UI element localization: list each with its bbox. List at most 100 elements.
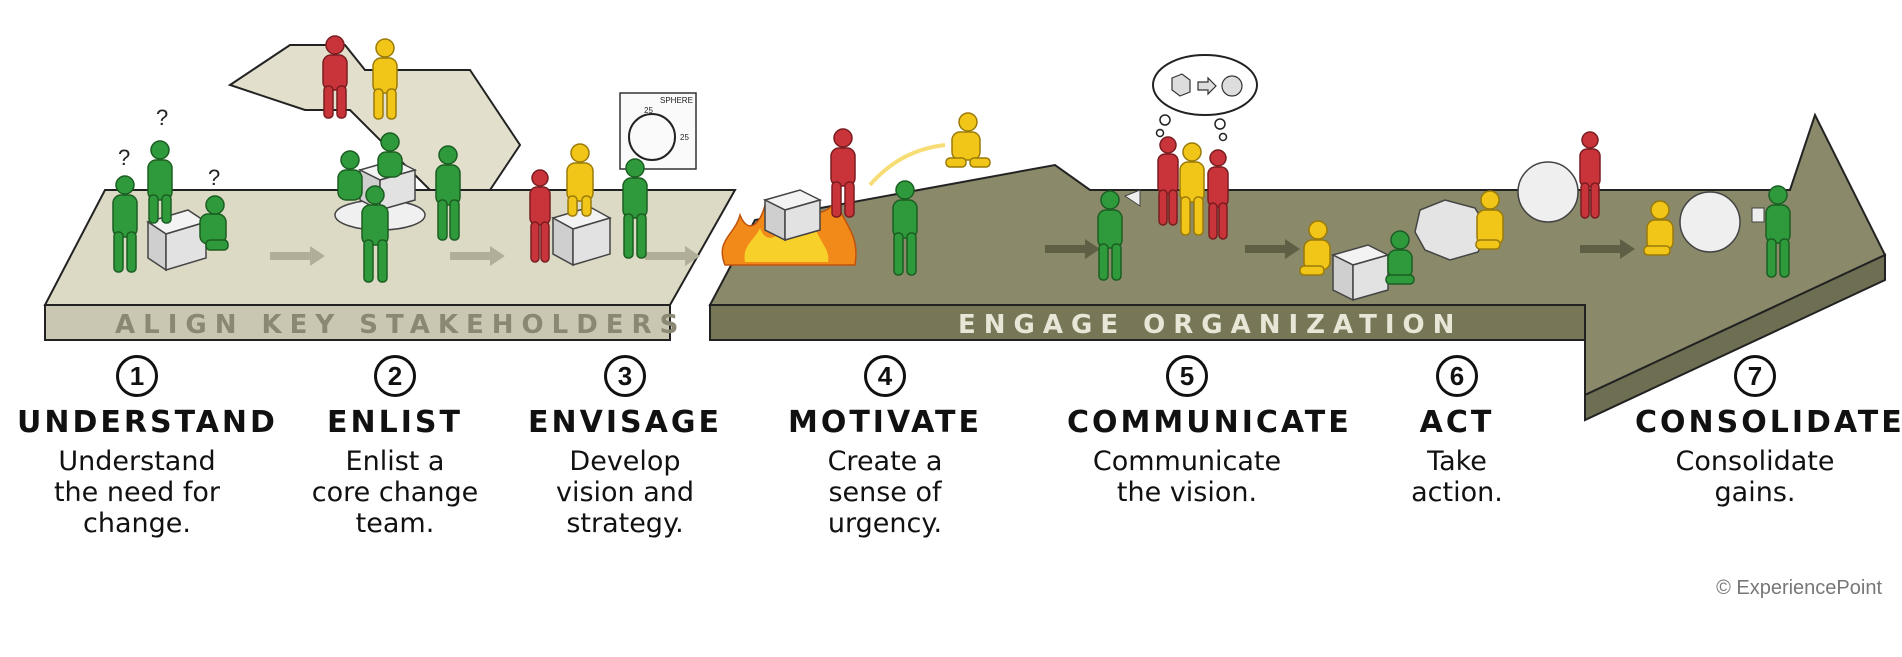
step-description-line: the need for <box>53 477 221 508</box>
step-description-line: Consolidate <box>1675 446 1835 477</box>
engage-arrow-side <box>1584 253 1886 422</box>
person-icon <box>1579 131 1601 219</box>
person-icon <box>112 175 138 273</box>
step-number-badge: 6 <box>1436 355 1478 397</box>
rough-sphere-icon <box>1414 199 1489 261</box>
clipboard-icon <box>1751 207 1765 223</box>
step-title: MOTIVATE <box>787 405 982 440</box>
arrow-right-icon <box>1197 76 1217 96</box>
step-list: 1 UNDERSTAND Understand the need for cha… <box>0 355 1902 555</box>
cube-icon <box>1330 244 1391 302</box>
step-description-line: Take <box>1427 446 1487 477</box>
step-description-line: strategy. <box>566 508 684 539</box>
step6-scene <box>1299 131 1601 302</box>
cube-icon <box>1171 73 1191 97</box>
step-description-line: Communicate <box>1092 446 1282 477</box>
step-number-badge: 1 <box>116 355 158 397</box>
cube-icon <box>551 206 612 267</box>
engage-path-side <box>709 304 1586 341</box>
sphere-chart-dim1: 25 <box>644 106 653 115</box>
align-band-label: ALIGN KEY STAKEHOLDERS <box>115 310 686 340</box>
person-icon <box>1299 220 1331 276</box>
person-icon <box>622 158 648 259</box>
megaphone-icon <box>1123 189 1141 207</box>
step-communicate: 5 COMMUNICATE Communicate the vision. <box>1067 355 1352 508</box>
step-description-line: Understand <box>58 446 216 477</box>
step4-scene <box>721 112 991 276</box>
person-icon <box>1207 149 1229 240</box>
step-description: Enlist a core change team. <box>275 446 515 539</box>
step-title: ENLIST <box>327 405 463 440</box>
step-description-line: urgency. <box>827 508 943 539</box>
step-title: ACT <box>1419 405 1495 440</box>
person-icon <box>566 143 594 217</box>
step-description-line: Develop <box>569 446 681 477</box>
step-number-badge: 5 <box>1166 355 1208 397</box>
person-icon <box>1475 190 1504 250</box>
align-path-side <box>44 304 671 341</box>
step-enlist: 2 ENLIST Enlist a core change team. <box>275 355 515 539</box>
sphere-icon <box>1679 191 1741 253</box>
step-description: Create a sense of urgency. <box>765 446 1005 539</box>
step5-scene <box>1097 54 1258 281</box>
person-icon <box>377 132 403 178</box>
person-icon <box>1385 230 1415 285</box>
step7-scene <box>1643 185 1791 278</box>
sphere-chart: SPHERE 25 25 <box>619 92 697 170</box>
step-consolidate: 7 CONSOLIDATE Consolidate gains. <box>1635 355 1902 508</box>
step-description-line: action. <box>1411 477 1503 508</box>
step-description-line: sense of <box>828 477 942 508</box>
step-description-line: Create a <box>827 446 943 477</box>
step-act: 6 ACT Take action. <box>1337 355 1577 508</box>
question-mark-3: ? <box>208 165 220 190</box>
step3-scene: SPHERE 25 25 <box>529 92 697 267</box>
question-mark-1: ? <box>118 145 130 170</box>
person-icon <box>1157 136 1179 226</box>
person-icon <box>892 180 918 276</box>
align-direction-arrows <box>270 246 700 266</box>
step-number-badge: 4 <box>864 355 906 397</box>
step-description-line: the vision. <box>1116 477 1258 508</box>
person-icon <box>529 169 551 263</box>
thought-bubble <box>1152 54 1258 142</box>
sphere-chart-dim2: 25 <box>680 133 689 142</box>
step-motivate: 4 MOTIVATE Create a sense of urgency. <box>765 355 1005 539</box>
step-title: UNDERSTAND <box>17 405 278 440</box>
step-title: COMMUNICATE <box>1067 405 1352 440</box>
person-icon <box>1765 185 1791 278</box>
step-description-line: vision and <box>555 477 695 508</box>
step-description-line: Enlist a <box>345 446 445 477</box>
step-number-badge: 2 <box>374 355 416 397</box>
step-understand: 1 UNDERSTAND Understand the need for cha… <box>17 355 278 539</box>
step-envisage: 3 ENVISAGE Develop vision and strategy. <box>505 355 745 539</box>
step-description: Communicate the vision. <box>1067 446 1307 508</box>
step-description: Develop vision and strategy. <box>505 446 745 539</box>
person-icon <box>337 150 363 201</box>
step-number-badge: 3 <box>604 355 646 397</box>
step-title: ENVISAGE <box>528 405 722 440</box>
step-title: CONSOLIDATE <box>1635 405 1902 440</box>
person-icon <box>435 145 461 241</box>
step-number-badge: 7 <box>1734 355 1776 397</box>
jump-arc <box>868 143 946 187</box>
cube-icon <box>762 189 823 242</box>
question-mark-2: ? <box>156 105 168 130</box>
engage-band-label: ENGAGE ORGANIZATION <box>958 310 1462 340</box>
person-icon <box>945 112 991 168</box>
step1-scene: ? ? ? <box>112 105 229 273</box>
person-icon <box>1179 142 1205 236</box>
step2-scene <box>322 35 461 283</box>
person-icon <box>1097 190 1123 281</box>
step-description-line: core change <box>311 477 479 508</box>
person-icon <box>372 38 398 120</box>
sphere-icon <box>1221 75 1243 97</box>
step-description: Understand the need for change. <box>17 446 257 539</box>
step-description-line: gains. <box>1714 477 1796 508</box>
step-description: Take action. <box>1337 446 1577 508</box>
person-icon <box>361 185 389 283</box>
engage-direction-arrows <box>1045 239 1635 259</box>
person-icon <box>830 128 856 218</box>
person-icon <box>1643 200 1674 256</box>
